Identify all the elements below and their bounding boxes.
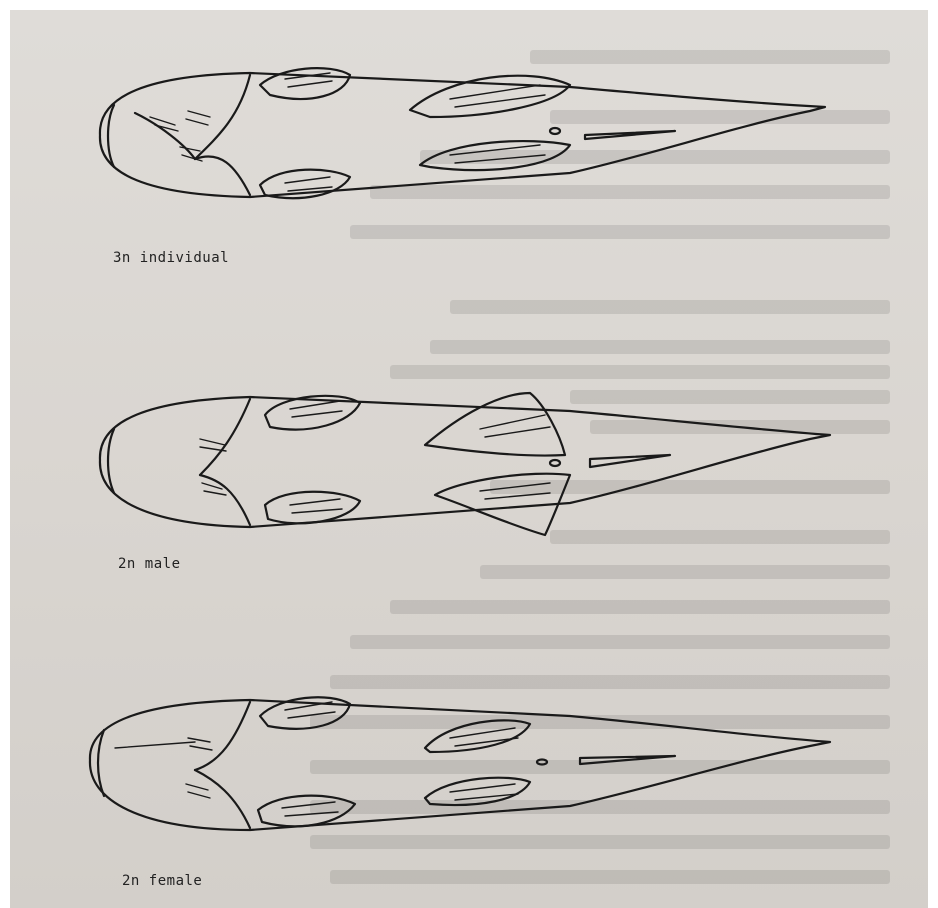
scanned-page: 3n individual 2n male: [10, 10, 928, 908]
figure-caption-3n: 3n individual: [113, 250, 229, 266]
fish-drawing-2n-female: [10, 680, 928, 850]
figure-caption-2n-female: 2n female: [122, 873, 202, 889]
fish-drawing-2n-male: [10, 375, 928, 545]
fish-drawing-3n-individual: [10, 55, 928, 215]
fish-outline-2n-female: [10, 680, 928, 850]
figure-caption-2n-male: 2n male: [118, 556, 181, 572]
fish-outline-2n-male: [10, 375, 928, 545]
fish-outline-3n: [10, 55, 928, 215]
